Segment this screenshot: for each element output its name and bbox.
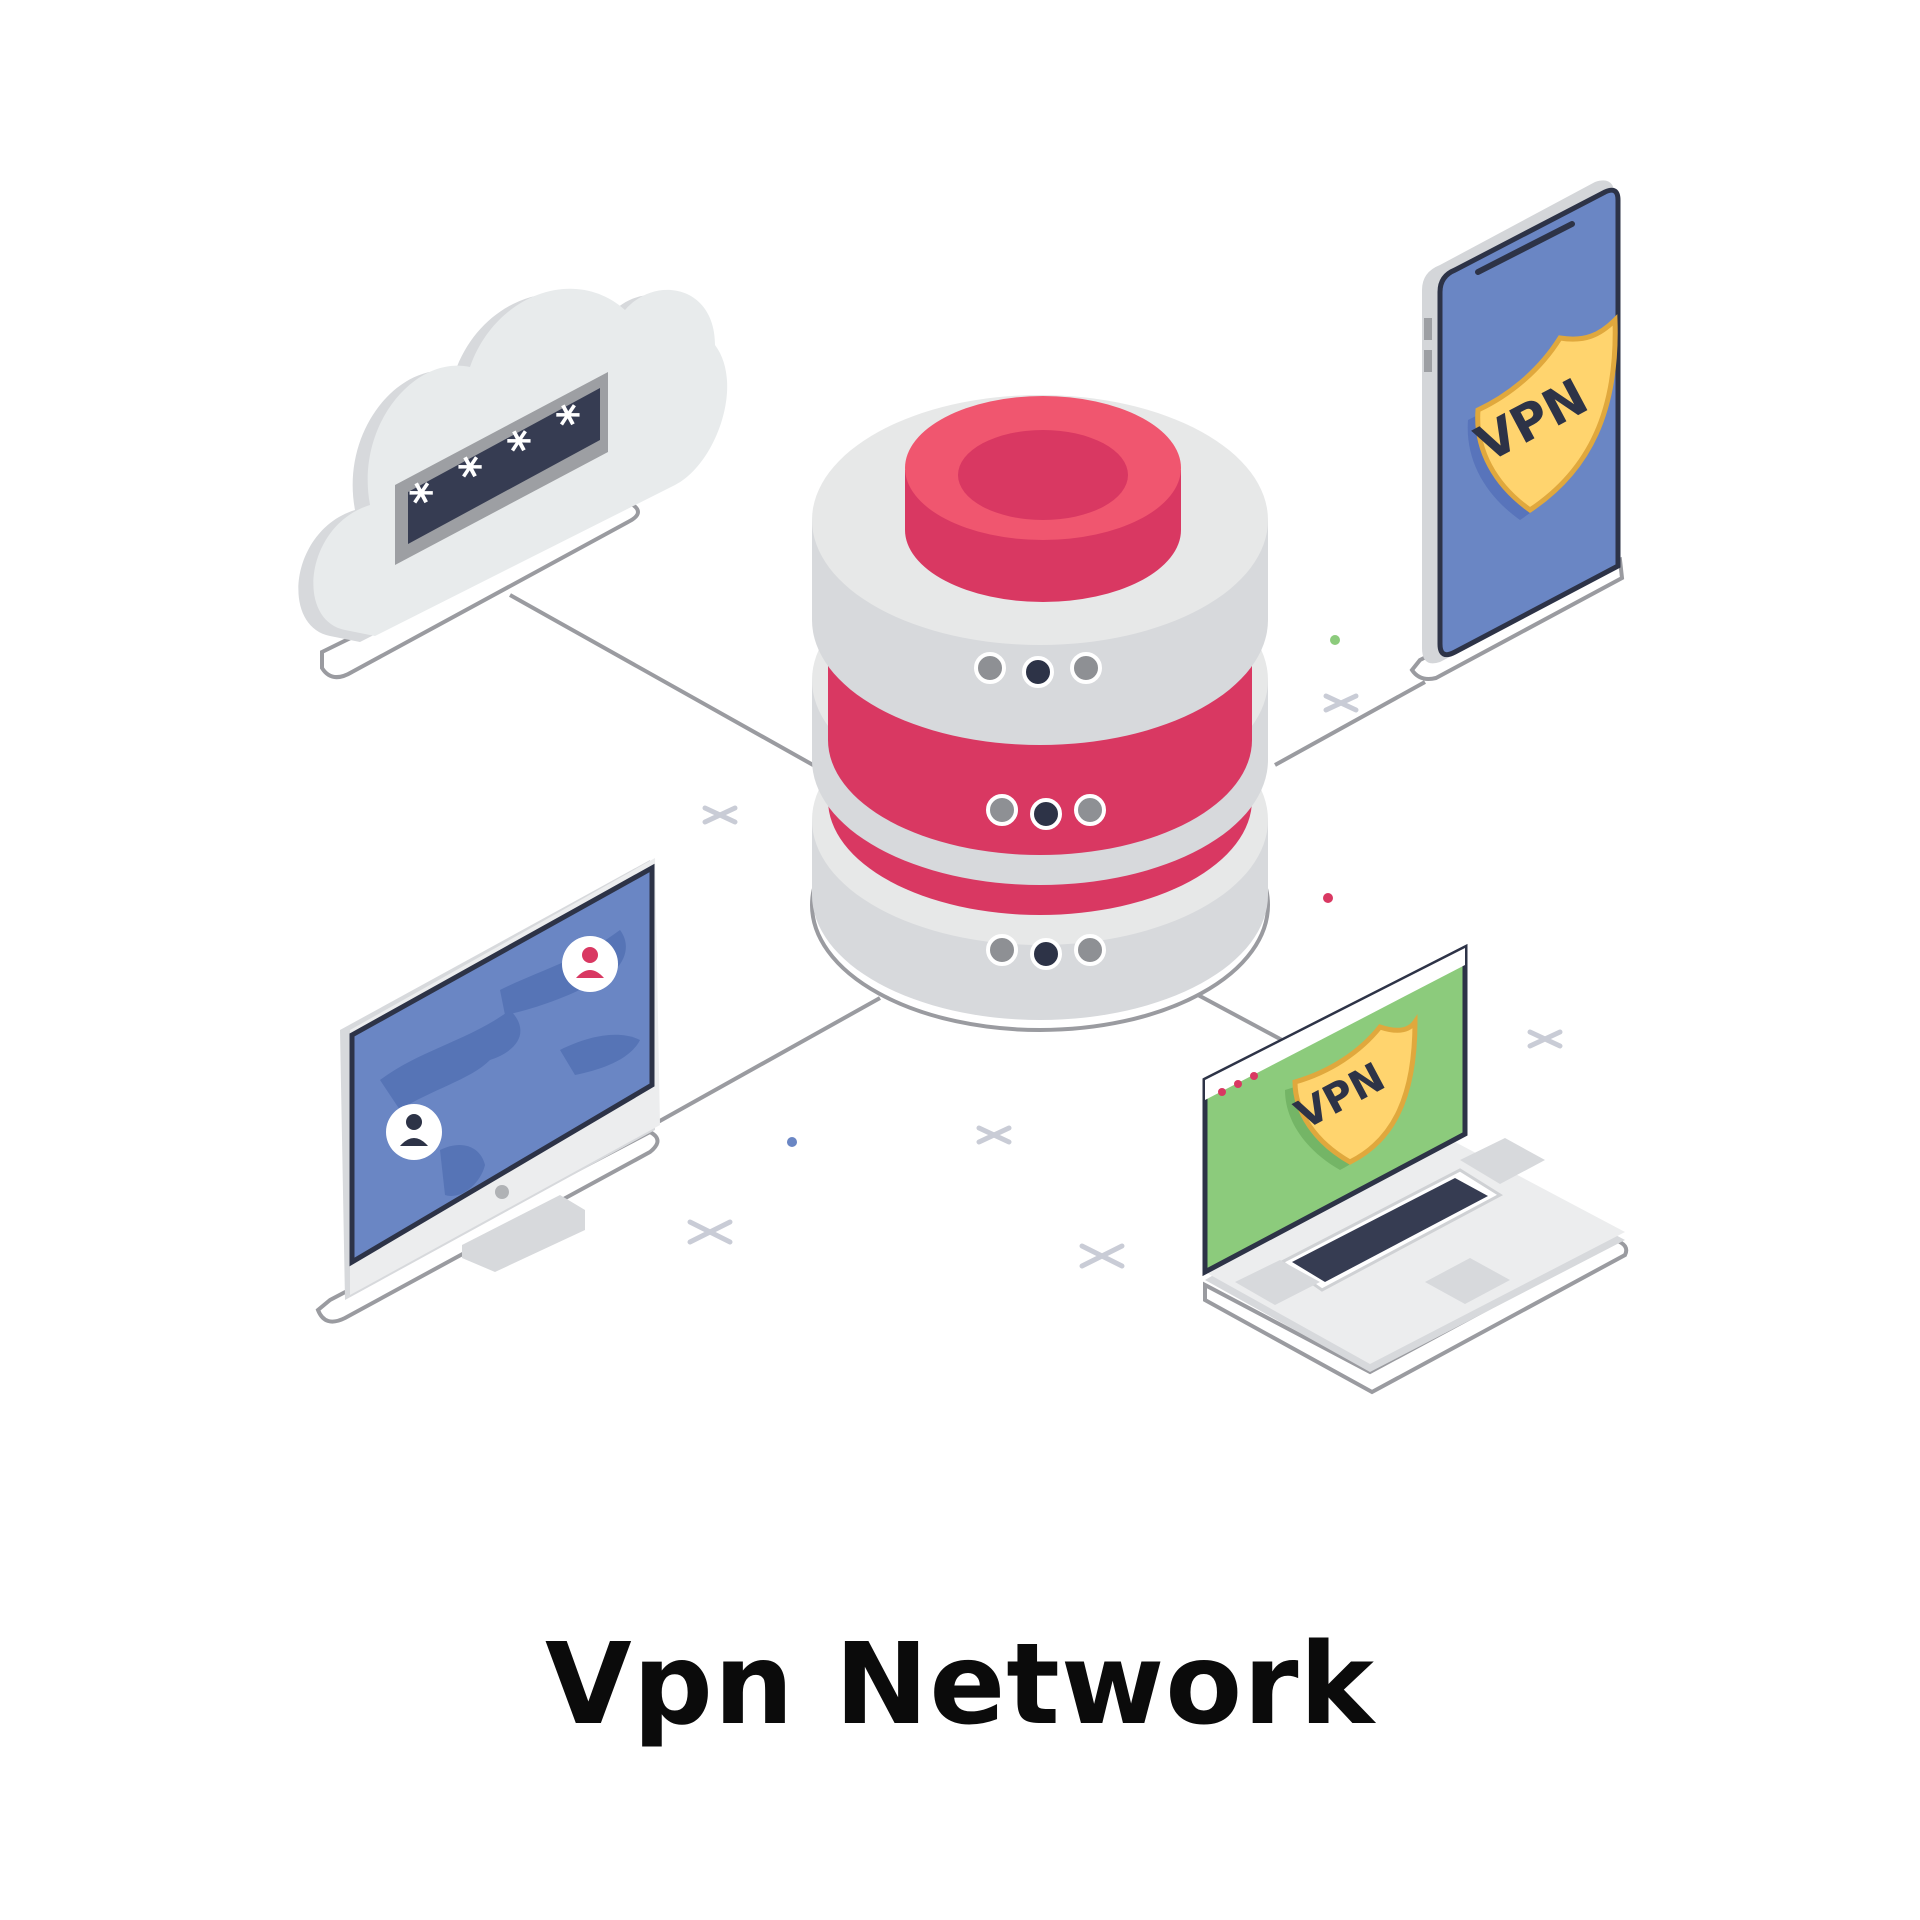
status-lights	[974, 652, 1106, 970]
illustration-caption: Vpn Network	[545, 1620, 1375, 1750]
user-icon	[562, 936, 618, 992]
sparkle-icons	[687, 693, 1563, 1269]
sparkle-dots	[787, 635, 1340, 1147]
laptop-icon: VPN	[1202, 943, 1629, 1395]
shield-icon: VPN	[1285, 1014, 1418, 1170]
user-icon	[386, 1104, 442, 1160]
desktop-monitor-icon	[315, 858, 660, 1324]
connection-lines	[509, 593, 1426, 1124]
cloud-icon: * * * *	[298, 288, 728, 680]
smartphone-icon: VPN	[1409, 180, 1625, 681]
database-server-icon	[810, 395, 1270, 1032]
